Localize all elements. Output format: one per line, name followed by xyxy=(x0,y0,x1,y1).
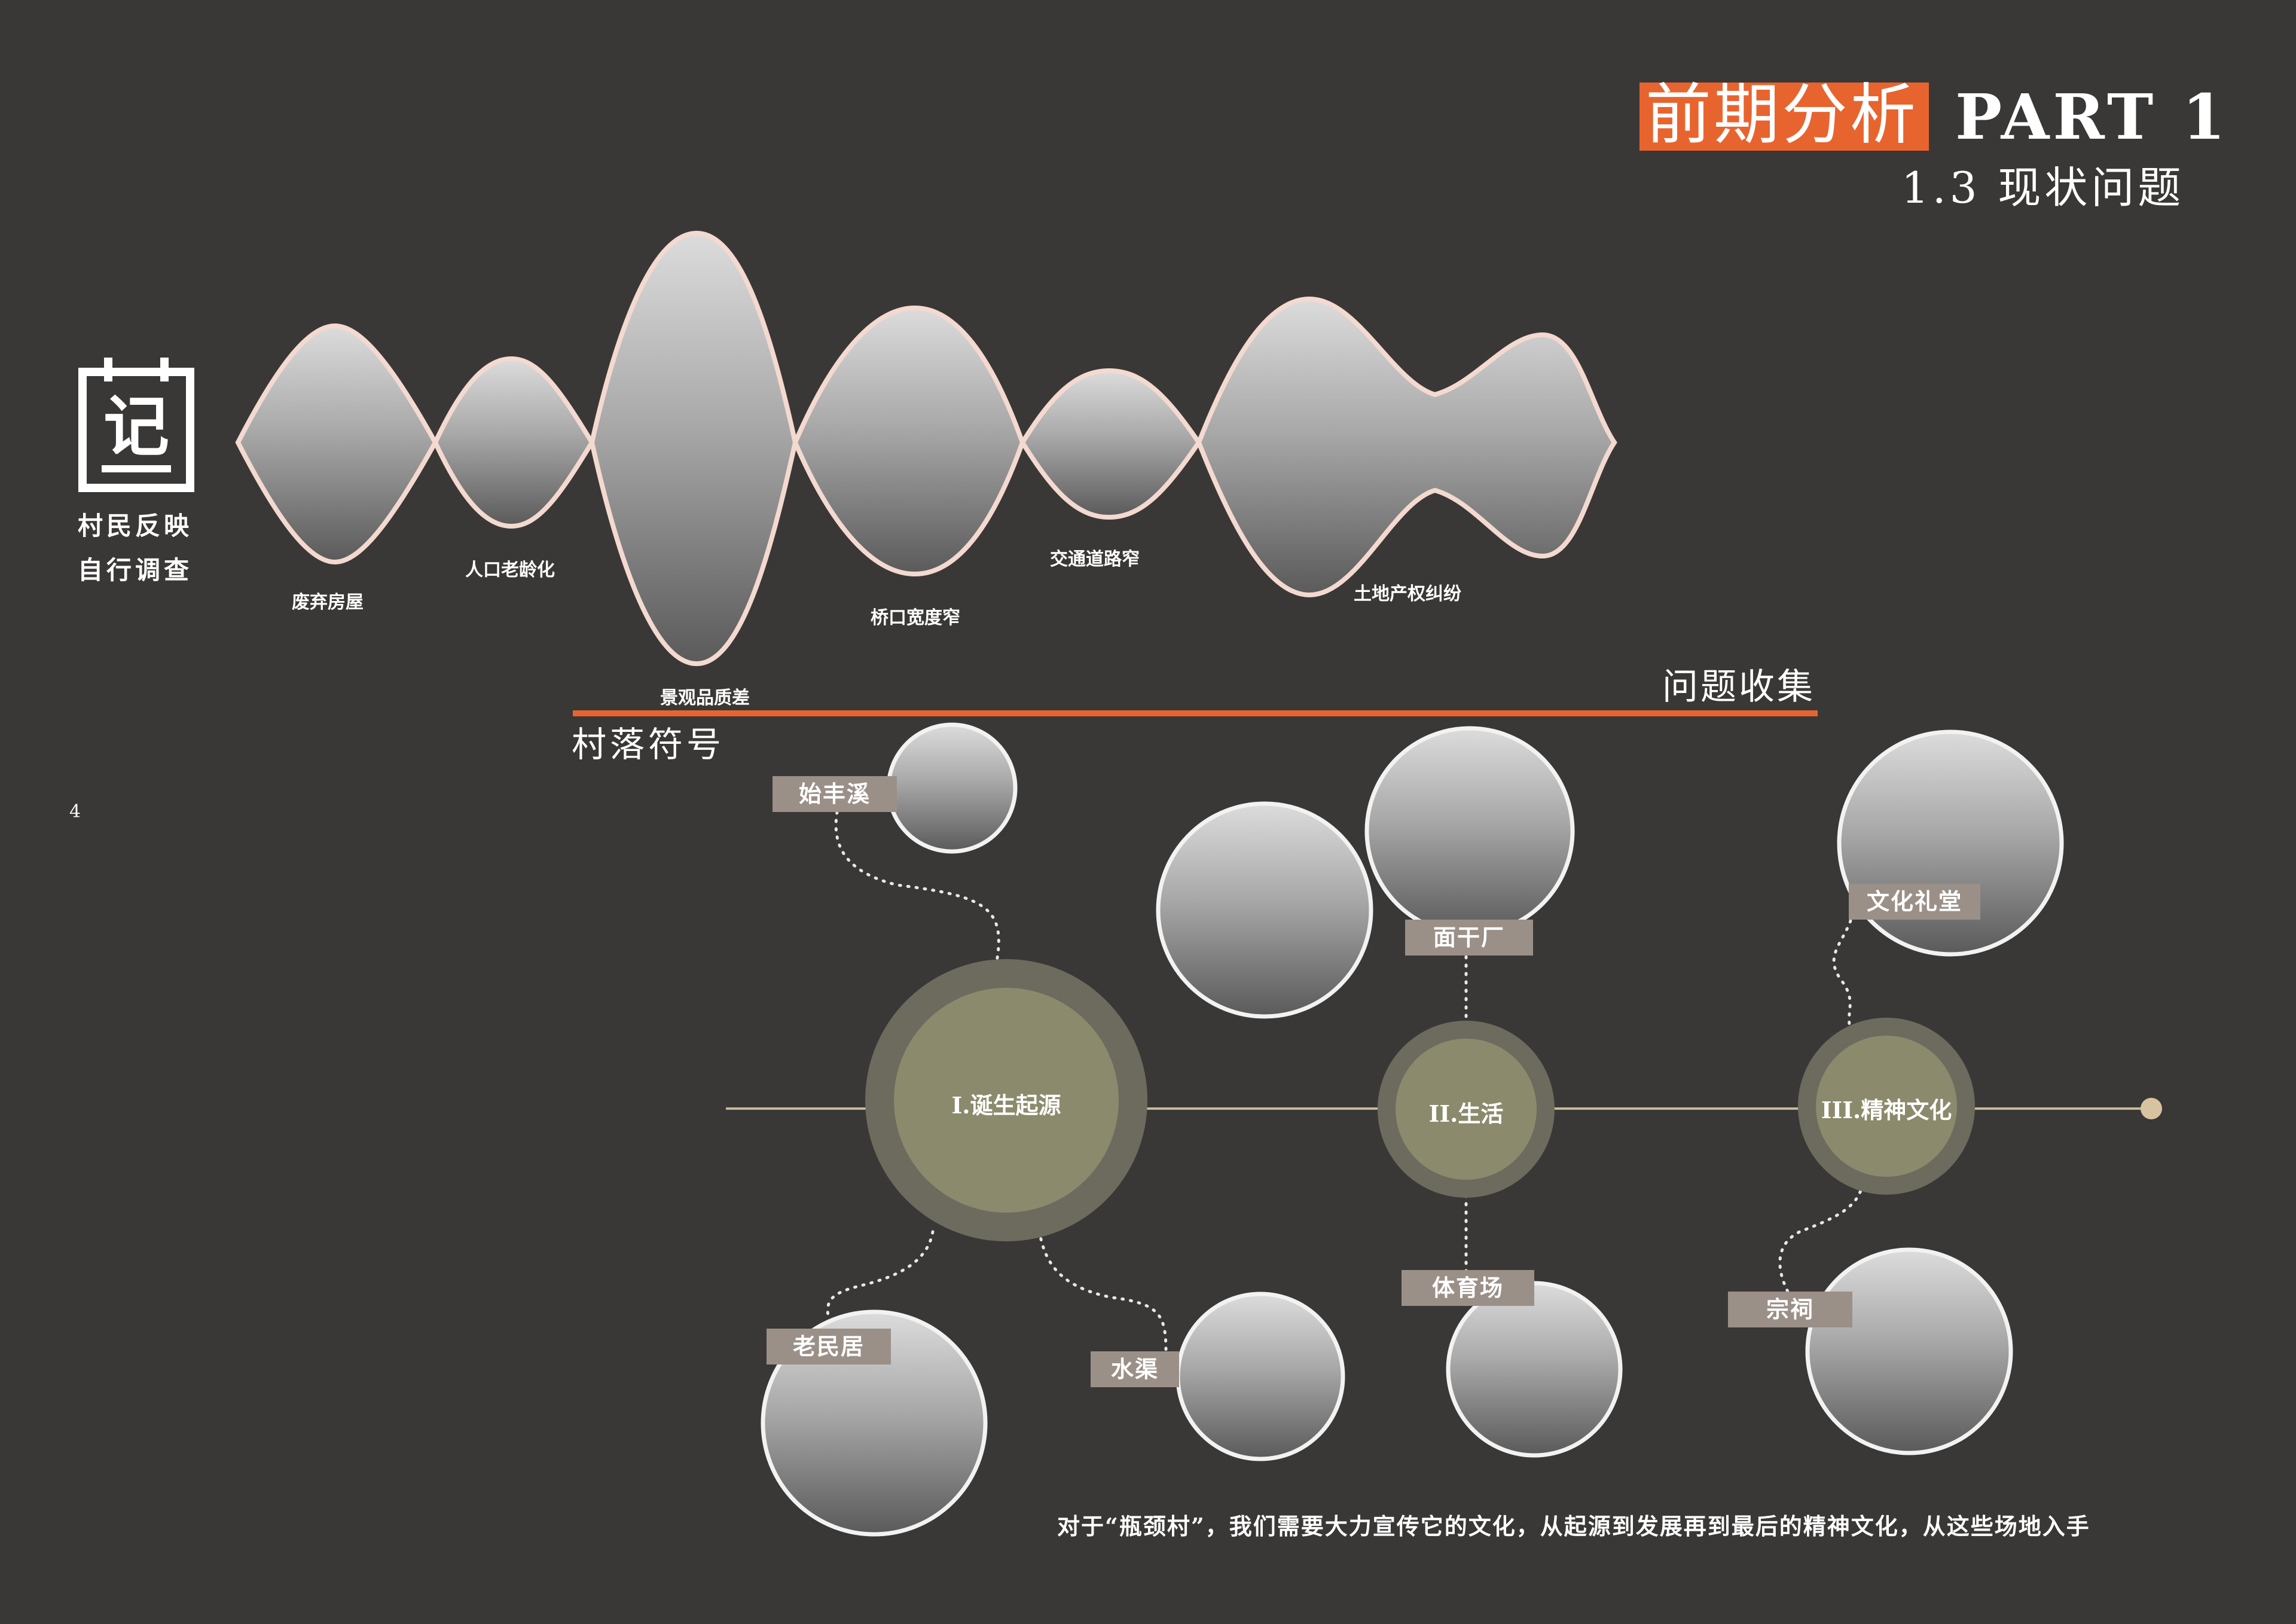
tag-canal: 水渠 xyxy=(1091,1351,1179,1387)
wave-lobe-road xyxy=(1019,368,1202,520)
sidebar-caption-1: 村民反映 xyxy=(78,511,193,541)
node-label-spirit: III.精神文化 xyxy=(1821,1097,1952,1124)
wave-lobe-aging xyxy=(432,356,595,529)
node-label-life: II.生活 xyxy=(1428,1100,1504,1127)
wave-strip xyxy=(235,230,1617,667)
note-icon: 记 xyxy=(78,354,195,493)
wave-label-6: 土地产权纠纷 xyxy=(1354,584,1461,605)
wave-label-1: 废弃房屋 xyxy=(292,592,364,613)
photo-circle-canal xyxy=(1176,1292,1345,1461)
page-number: 4 xyxy=(69,801,81,822)
tag-ancestral-hall: 宗祠 xyxy=(1728,1292,1852,1327)
timeline-node-life xyxy=(1378,1021,1555,1198)
bottom-caption: 对于“瓶颈村”，我们需要大力宣传它的文化，从起源到发展再到最后的精神文化，从这些… xyxy=(1057,1513,2090,1540)
node-label-origin: I.诞生起源 xyxy=(951,1092,1061,1119)
photo-circle-noodle-factory-1 xyxy=(1156,801,1373,1019)
page-title-cn: 前期分析 xyxy=(1645,77,1918,153)
wave-label-5: 交通道路窄 xyxy=(1050,549,1140,570)
wave-label-4: 桥口宽度窄 xyxy=(871,608,960,628)
sidebar-caption-2: 自行调查 xyxy=(78,555,193,585)
timeline-node-spirit xyxy=(1798,1018,1975,1195)
symbols-heading: 村落符号 xyxy=(572,724,725,765)
photo-circle-culture-hall xyxy=(1837,729,2064,957)
photo-circle-ancestral-hall xyxy=(1805,1247,2013,1455)
wave-label-3: 景观品质差 xyxy=(660,688,750,709)
title-highlight xyxy=(1639,83,1929,151)
note-glyph: 记 xyxy=(103,389,169,465)
section-subtitle: 1.3 现状问题 xyxy=(1901,163,2185,213)
wave-lobe-landscape xyxy=(589,230,798,667)
timeline-node-origin xyxy=(865,959,1147,1241)
wave-label-2: 人口老龄化 xyxy=(465,560,555,581)
wave-lobe-land xyxy=(1196,296,1617,598)
photo-circle-old-house xyxy=(761,1309,988,1537)
tag-stadium: 体育场 xyxy=(1402,1270,1534,1306)
timeline-end-dot xyxy=(2141,1098,2162,1119)
page-title-en: PART 1 xyxy=(1955,80,2229,154)
wave-lobe-bridge xyxy=(792,305,1025,577)
tag-shifeng-creek: 始丰溪 xyxy=(773,776,897,812)
divider-line xyxy=(573,710,1818,716)
photo-circle-noodle-factory-2 xyxy=(1364,726,1575,936)
tag-noodle-factory: 面干厂 xyxy=(1405,920,1533,956)
photo-circle-stadium xyxy=(1446,1281,1623,1458)
photo-circle-shifeng-creek xyxy=(886,722,1018,854)
collect-heading: 问题收集 xyxy=(1662,666,1815,708)
tag-culture-hall: 文化礼堂 xyxy=(1849,884,1980,920)
tag-old-house: 老民居 xyxy=(767,1329,891,1364)
wave-lobe-abandoned-houses xyxy=(235,323,438,565)
